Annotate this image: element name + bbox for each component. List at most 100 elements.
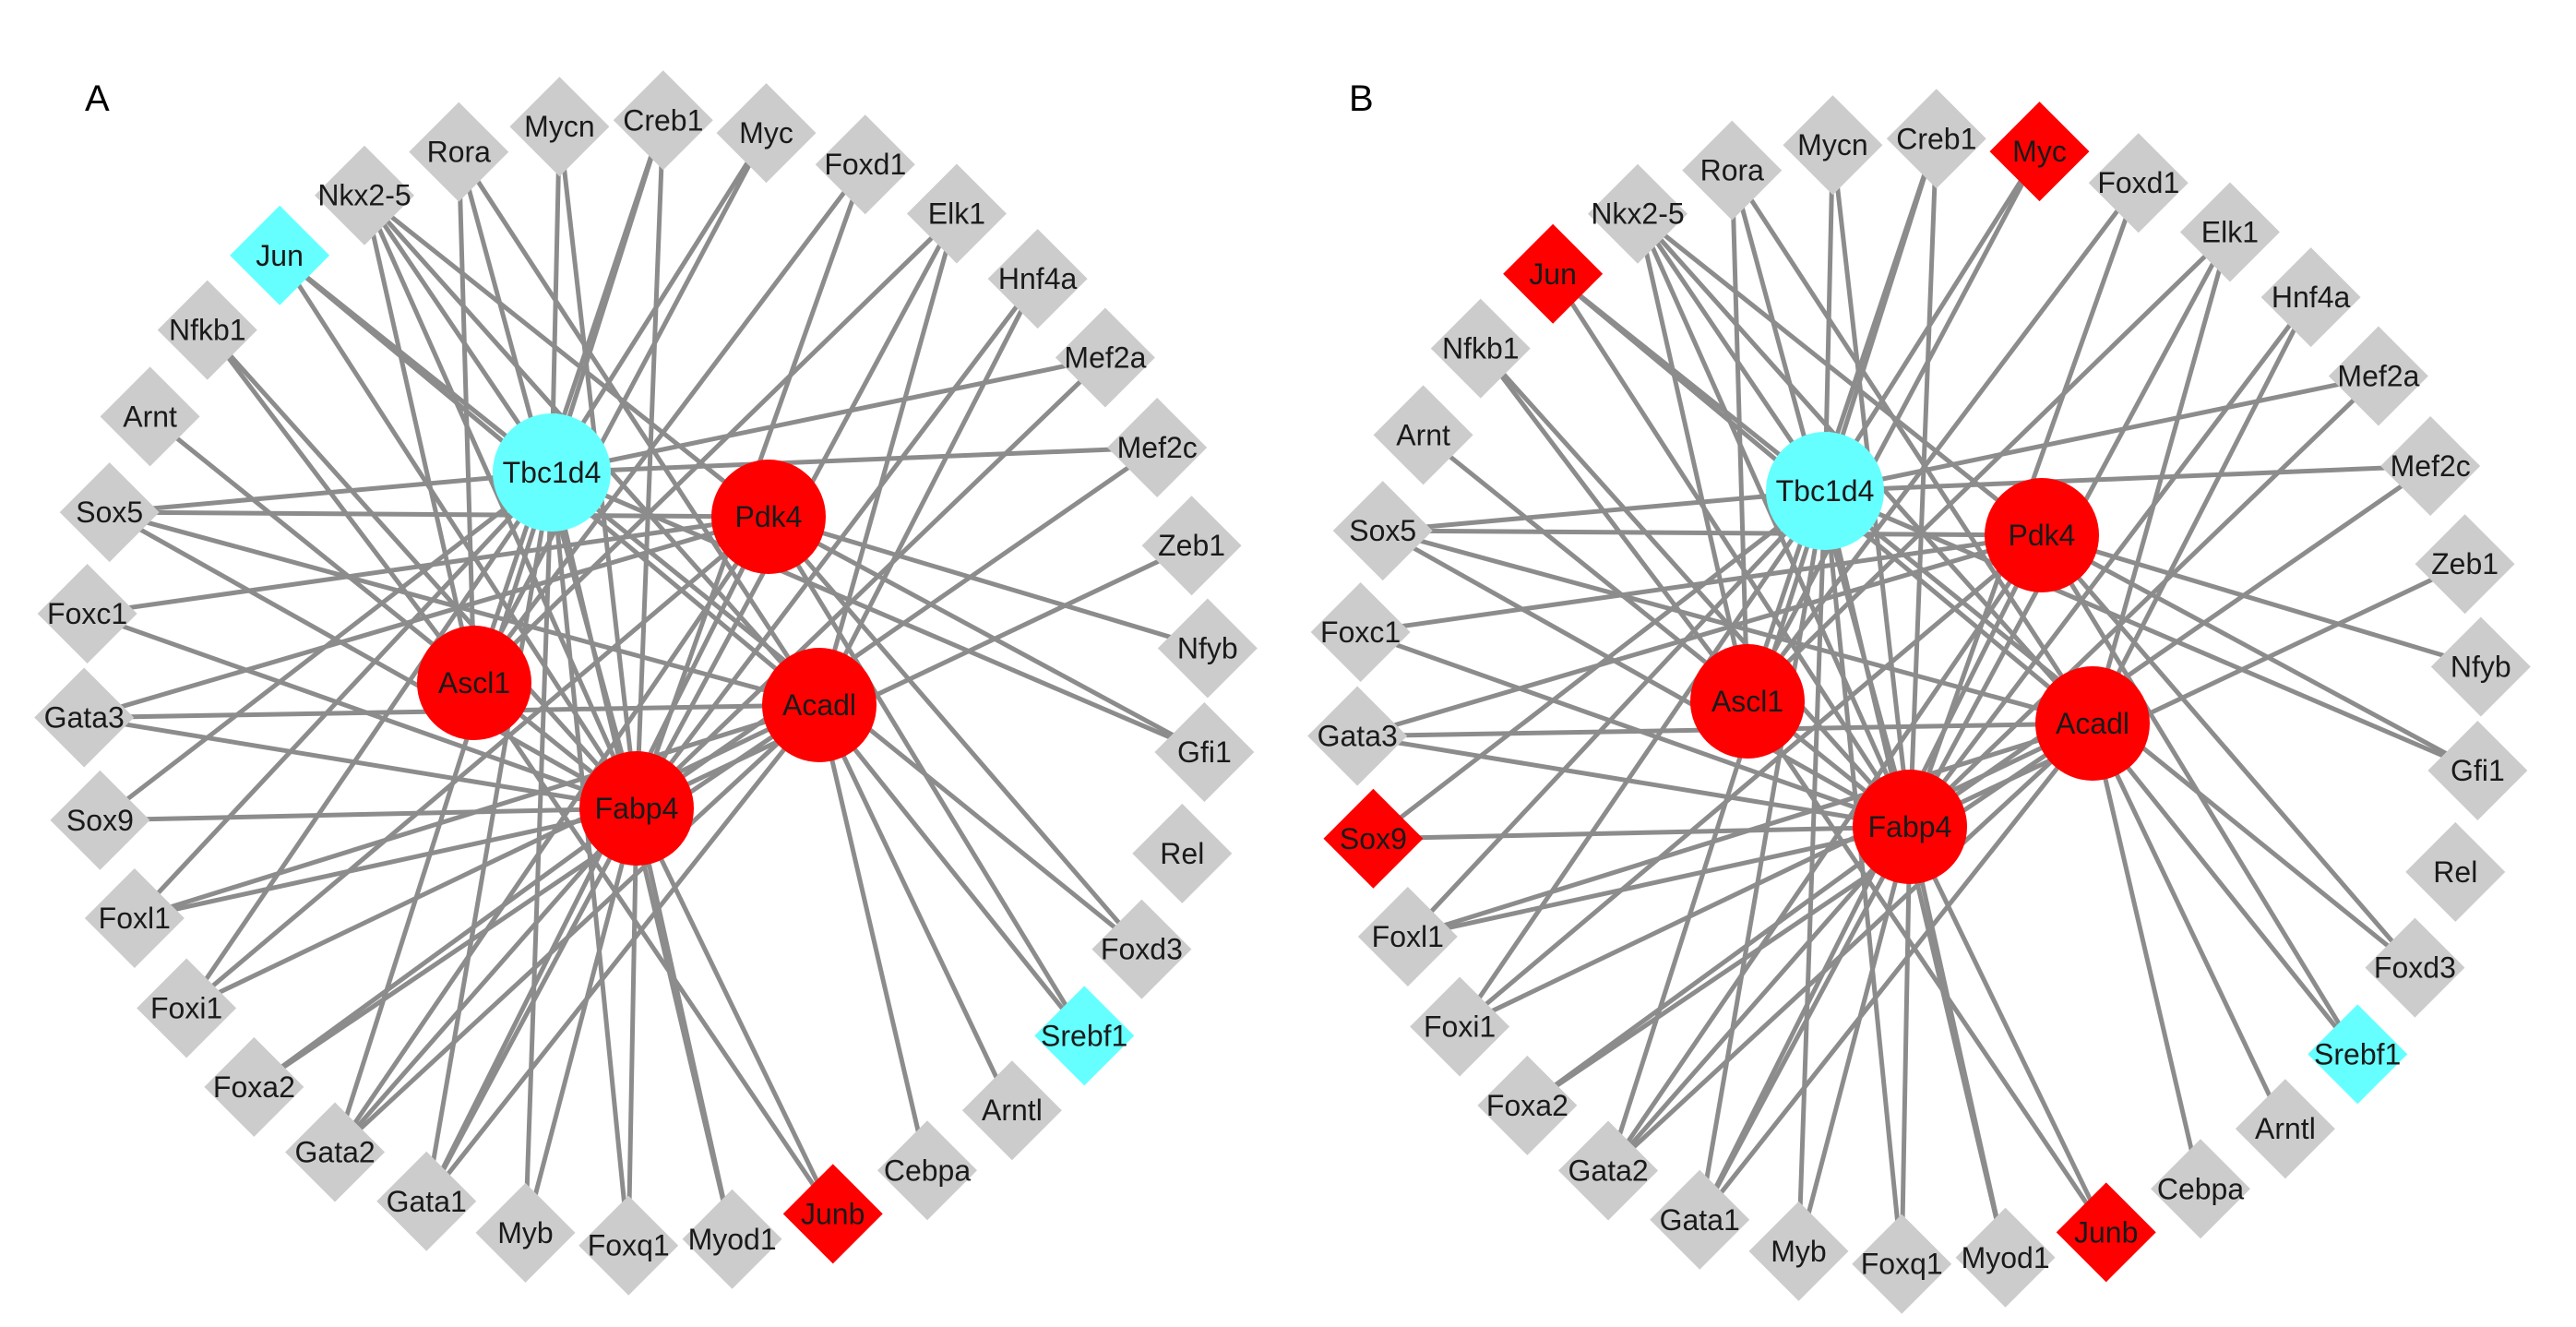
tf-node-creb1[interactable]: Creb1: [613, 70, 713, 171]
tf-node-label: Rora: [1700, 154, 1765, 187]
tf-node-foxd3[interactable]: Foxd3: [2365, 917, 2465, 1018]
tf-node-rel[interactable]: Rel: [1132, 803, 1233, 903]
hub-node-pdk4[interactable]: Pdk4: [1985, 478, 2099, 592]
hub-node-ascl1[interactable]: Ascl1: [1690, 644, 1805, 759]
tf-node-nkx2-5[interactable]: Nkx2-5: [1588, 163, 1688, 264]
tf-node-foxc1[interactable]: Foxc1: [1310, 582, 1411, 683]
tf-node-mycn[interactable]: Mycn: [509, 77, 610, 177]
tf-node-gata3[interactable]: Gata3: [34, 667, 135, 768]
tf-node-label: Myb: [497, 1216, 553, 1249]
edge-foxi1-pdk4: [1458, 533, 2044, 1029]
tf-node-myb[interactable]: Myb: [1748, 1201, 1849, 1301]
tf-node-foxd1[interactable]: Foxd1: [2088, 133, 2188, 233]
tf-node-myc[interactable]: Myc: [716, 83, 817, 184]
edge-arntl-acadl: [2090, 722, 2288, 1130]
edge-gata2-fabp4: [1606, 825, 1912, 1173]
tf-node-foxi1[interactable]: Foxi1: [137, 958, 237, 1058]
tf-node-hnf4a[interactable]: Hnf4a: [2260, 247, 2361, 348]
diamond-shape: [1650, 1169, 1750, 1270]
hub-node-acadl[interactable]: Acadl: [2035, 666, 2150, 781]
tf-node-foxa2[interactable]: Foxa2: [204, 1036, 304, 1137]
tf-node-label: Foxl1: [1372, 920, 1444, 953]
tf-node-foxa2[interactable]: Foxa2: [1477, 1055, 1578, 1155]
hub-node-ascl1[interactable]: Ascl1: [417, 626, 531, 740]
tf-node-myb[interactable]: Myb: [475, 1182, 576, 1283]
diamond-shape: [716, 83, 817, 184]
tf-node-rel[interactable]: Rel: [2405, 821, 2506, 922]
tf-node-sox5[interactable]: Sox5: [59, 462, 160, 563]
diamond-shape: [1503, 223, 1604, 324]
hub-node-fabp4[interactable]: Fabp4: [579, 751, 694, 866]
circle-shape: [2035, 666, 2150, 781]
tf-node-rora[interactable]: Rora: [409, 102, 509, 202]
tf-node-arntl[interactable]: Arntl: [961, 1060, 1062, 1161]
tf-node-elk1[interactable]: Elk1: [906, 163, 1007, 264]
tf-node-creb1[interactable]: Creb1: [1886, 89, 1986, 189]
tf-node-srebf1[interactable]: Srebf1: [1034, 986, 1135, 1086]
tf-node-junb[interactable]: Junb: [2056, 1182, 2156, 1283]
diamond-shape: [1307, 686, 1408, 786]
tf-node-foxl1[interactable]: Foxl1: [1357, 886, 1458, 986]
tf-node-jun[interactable]: Jun: [230, 205, 330, 305]
hub-node-pdk4[interactable]: Pdk4: [711, 460, 826, 574]
tf-node-mef2c[interactable]: Mef2c: [2380, 416, 2481, 517]
tf-node-label: Srebf1: [1041, 1019, 1127, 1052]
tf-node-jun[interactable]: Jun: [1503, 223, 1604, 324]
diamond-shape: [2235, 1079, 2335, 1179]
tf-node-mef2c[interactable]: Mef2c: [1107, 398, 1208, 498]
tf-node-sox9[interactable]: Sox9: [1323, 788, 1424, 889]
tf-node-label: Myod1: [688, 1223, 777, 1256]
tf-node-nfyb[interactable]: Nfyb: [1157, 598, 1258, 699]
hub-node-label: Ascl1: [438, 666, 510, 699]
tf-node-foxi1[interactable]: Foxi1: [1410, 976, 1510, 1077]
tf-node-myc[interactable]: Myc: [1989, 102, 2090, 202]
tf-node-myod1[interactable]: Myod1: [682, 1189, 782, 1289]
tf-node-gata2[interactable]: Gata2: [285, 1102, 386, 1202]
tf-node-mef2a[interactable]: Mef2a: [1055, 307, 1155, 408]
tf-node-arntl[interactable]: Arntl: [2235, 1079, 2335, 1179]
tf-node-label: Rel: [2433, 855, 2477, 889]
tf-node-rora[interactable]: Rora: [1682, 120, 1783, 221]
tf-node-nfyb[interactable]: Nfyb: [2430, 616, 2531, 717]
tf-node-gata3[interactable]: Gata3: [1307, 686, 1408, 786]
tf-node-myod1[interactable]: Myod1: [1955, 1207, 2056, 1308]
tf-node-foxd1[interactable]: Foxd1: [815, 114, 915, 215]
tf-node-foxc1[interactable]: Foxc1: [37, 564, 137, 664]
hub-node-tbc1d4[interactable]: Tbc1d4: [1766, 432, 1884, 550]
tf-node-cebpa[interactable]: Cebpa: [2151, 1139, 2250, 1239]
tf-node-nkx2-5[interactable]: Nkx2-5: [315, 145, 414, 245]
edge-mef2a-tbc1d4: [551, 355, 1106, 475]
tf-node-foxq1[interactable]: Foxq1: [578, 1195, 679, 1296]
tf-node-mycn[interactable]: Mycn: [1783, 95, 1883, 196]
tf-node-junb[interactable]: Junb: [782, 1164, 883, 1264]
tf-node-cebpa[interactable]: Cebpa: [877, 1120, 977, 1221]
tf-node-hnf4a[interactable]: Hnf4a: [987, 229, 1088, 329]
tf-node-gfi1[interactable]: Gfi1: [1154, 701, 1255, 802]
tf-node-foxq1[interactable]: Foxq1: [1852, 1213, 1952, 1314]
tf-node-srebf1[interactable]: Srebf1: [2308, 1004, 2408, 1105]
tf-node-sox5[interactable]: Sox5: [1332, 481, 1433, 581]
tf-node-foxd3[interactable]: Foxd3: [1091, 899, 1192, 999]
hub-node-tbc1d4[interactable]: Tbc1d4: [493, 413, 611, 532]
tf-node-gata1[interactable]: Gata1: [376, 1151, 477, 1251]
tf-node-nfkb1[interactable]: Nfkb1: [157, 280, 257, 380]
hub-node-fabp4[interactable]: Fabp4: [1853, 770, 1967, 884]
tf-node-gata2[interactable]: Gata2: [1558, 1120, 1659, 1221]
tf-node-zeb1[interactable]: Zeb1: [2415, 514, 2515, 615]
edge-mef2a-fabp4: [1908, 374, 2380, 829]
tf-node-zeb1[interactable]: Zeb1: [1141, 496, 1242, 596]
tf-node-gata1[interactable]: Gata1: [1650, 1169, 1750, 1270]
tf-node-nfkb1[interactable]: Nfkb1: [1430, 298, 1531, 399]
tf-node-sox9[interactable]: Sox9: [50, 770, 150, 870]
diamond-shape: [1091, 899, 1192, 999]
diamond-shape: [1588, 163, 1688, 264]
tf-node-arnt[interactable]: Arnt: [1373, 385, 1473, 485]
tf-node-arnt[interactable]: Arnt: [100, 366, 200, 467]
tf-node-label: Foxa2: [1486, 1089, 1568, 1122]
tf-node-elk1[interactable]: Elk1: [2179, 182, 2280, 282]
tf-node-foxl1[interactable]: Foxl1: [84, 867, 185, 968]
tf-node-gfi1[interactable]: Gfi1: [2427, 720, 2528, 820]
hub-node-acadl[interactable]: Acadl: [762, 648, 877, 762]
tf-node-mef2a[interactable]: Mef2a: [2328, 326, 2428, 426]
diamond-shape: [2427, 720, 2528, 820]
